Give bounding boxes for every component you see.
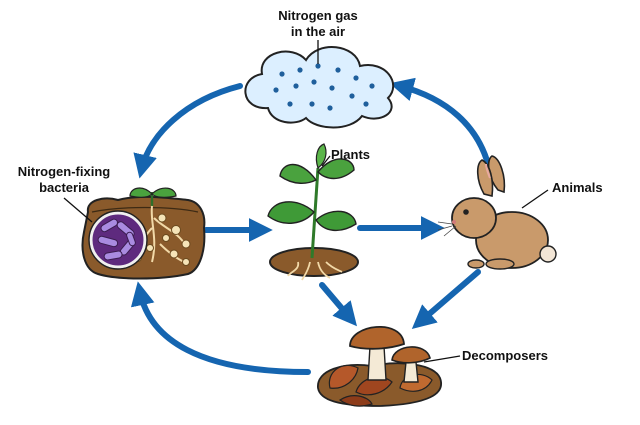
rabbit-icon	[437, 155, 557, 270]
leader-line-plants	[321, 155, 331, 167]
label-nitrogen-gas-line1: Nitrogen gas	[278, 8, 357, 23]
cycle-arrows	[130, 77, 493, 375]
plant-icon	[267, 143, 359, 281]
label-animals: Animals	[552, 180, 603, 195]
leader-line-bacteria	[63, 197, 93, 223]
arrow-animals-to-air	[389, 77, 493, 175]
label-bacteria-line2: bacteria	[39, 180, 90, 195]
arrow-animals-to-decomposers	[411, 269, 481, 330]
cloud-icon	[244, 46, 395, 129]
arrow-air-to-bacteria	[133, 83, 243, 179]
leader-line-decomposers	[423, 355, 461, 363]
label-nitrogen-gas-line2: in the air	[291, 24, 345, 39]
bacteria-soil-icon	[81, 187, 206, 280]
label-decomposers: Decomposers	[462, 348, 548, 363]
arrow-plants-to-decomposers	[319, 282, 357, 327]
label-bacteria-line1: Nitrogen-fixing	[18, 164, 110, 179]
mushroom-icon	[317, 325, 442, 407]
arrow-decomposers-to-bacteria	[130, 281, 311, 375]
label-plants: Plants	[331, 147, 370, 162]
leader-line-animals	[521, 189, 549, 209]
